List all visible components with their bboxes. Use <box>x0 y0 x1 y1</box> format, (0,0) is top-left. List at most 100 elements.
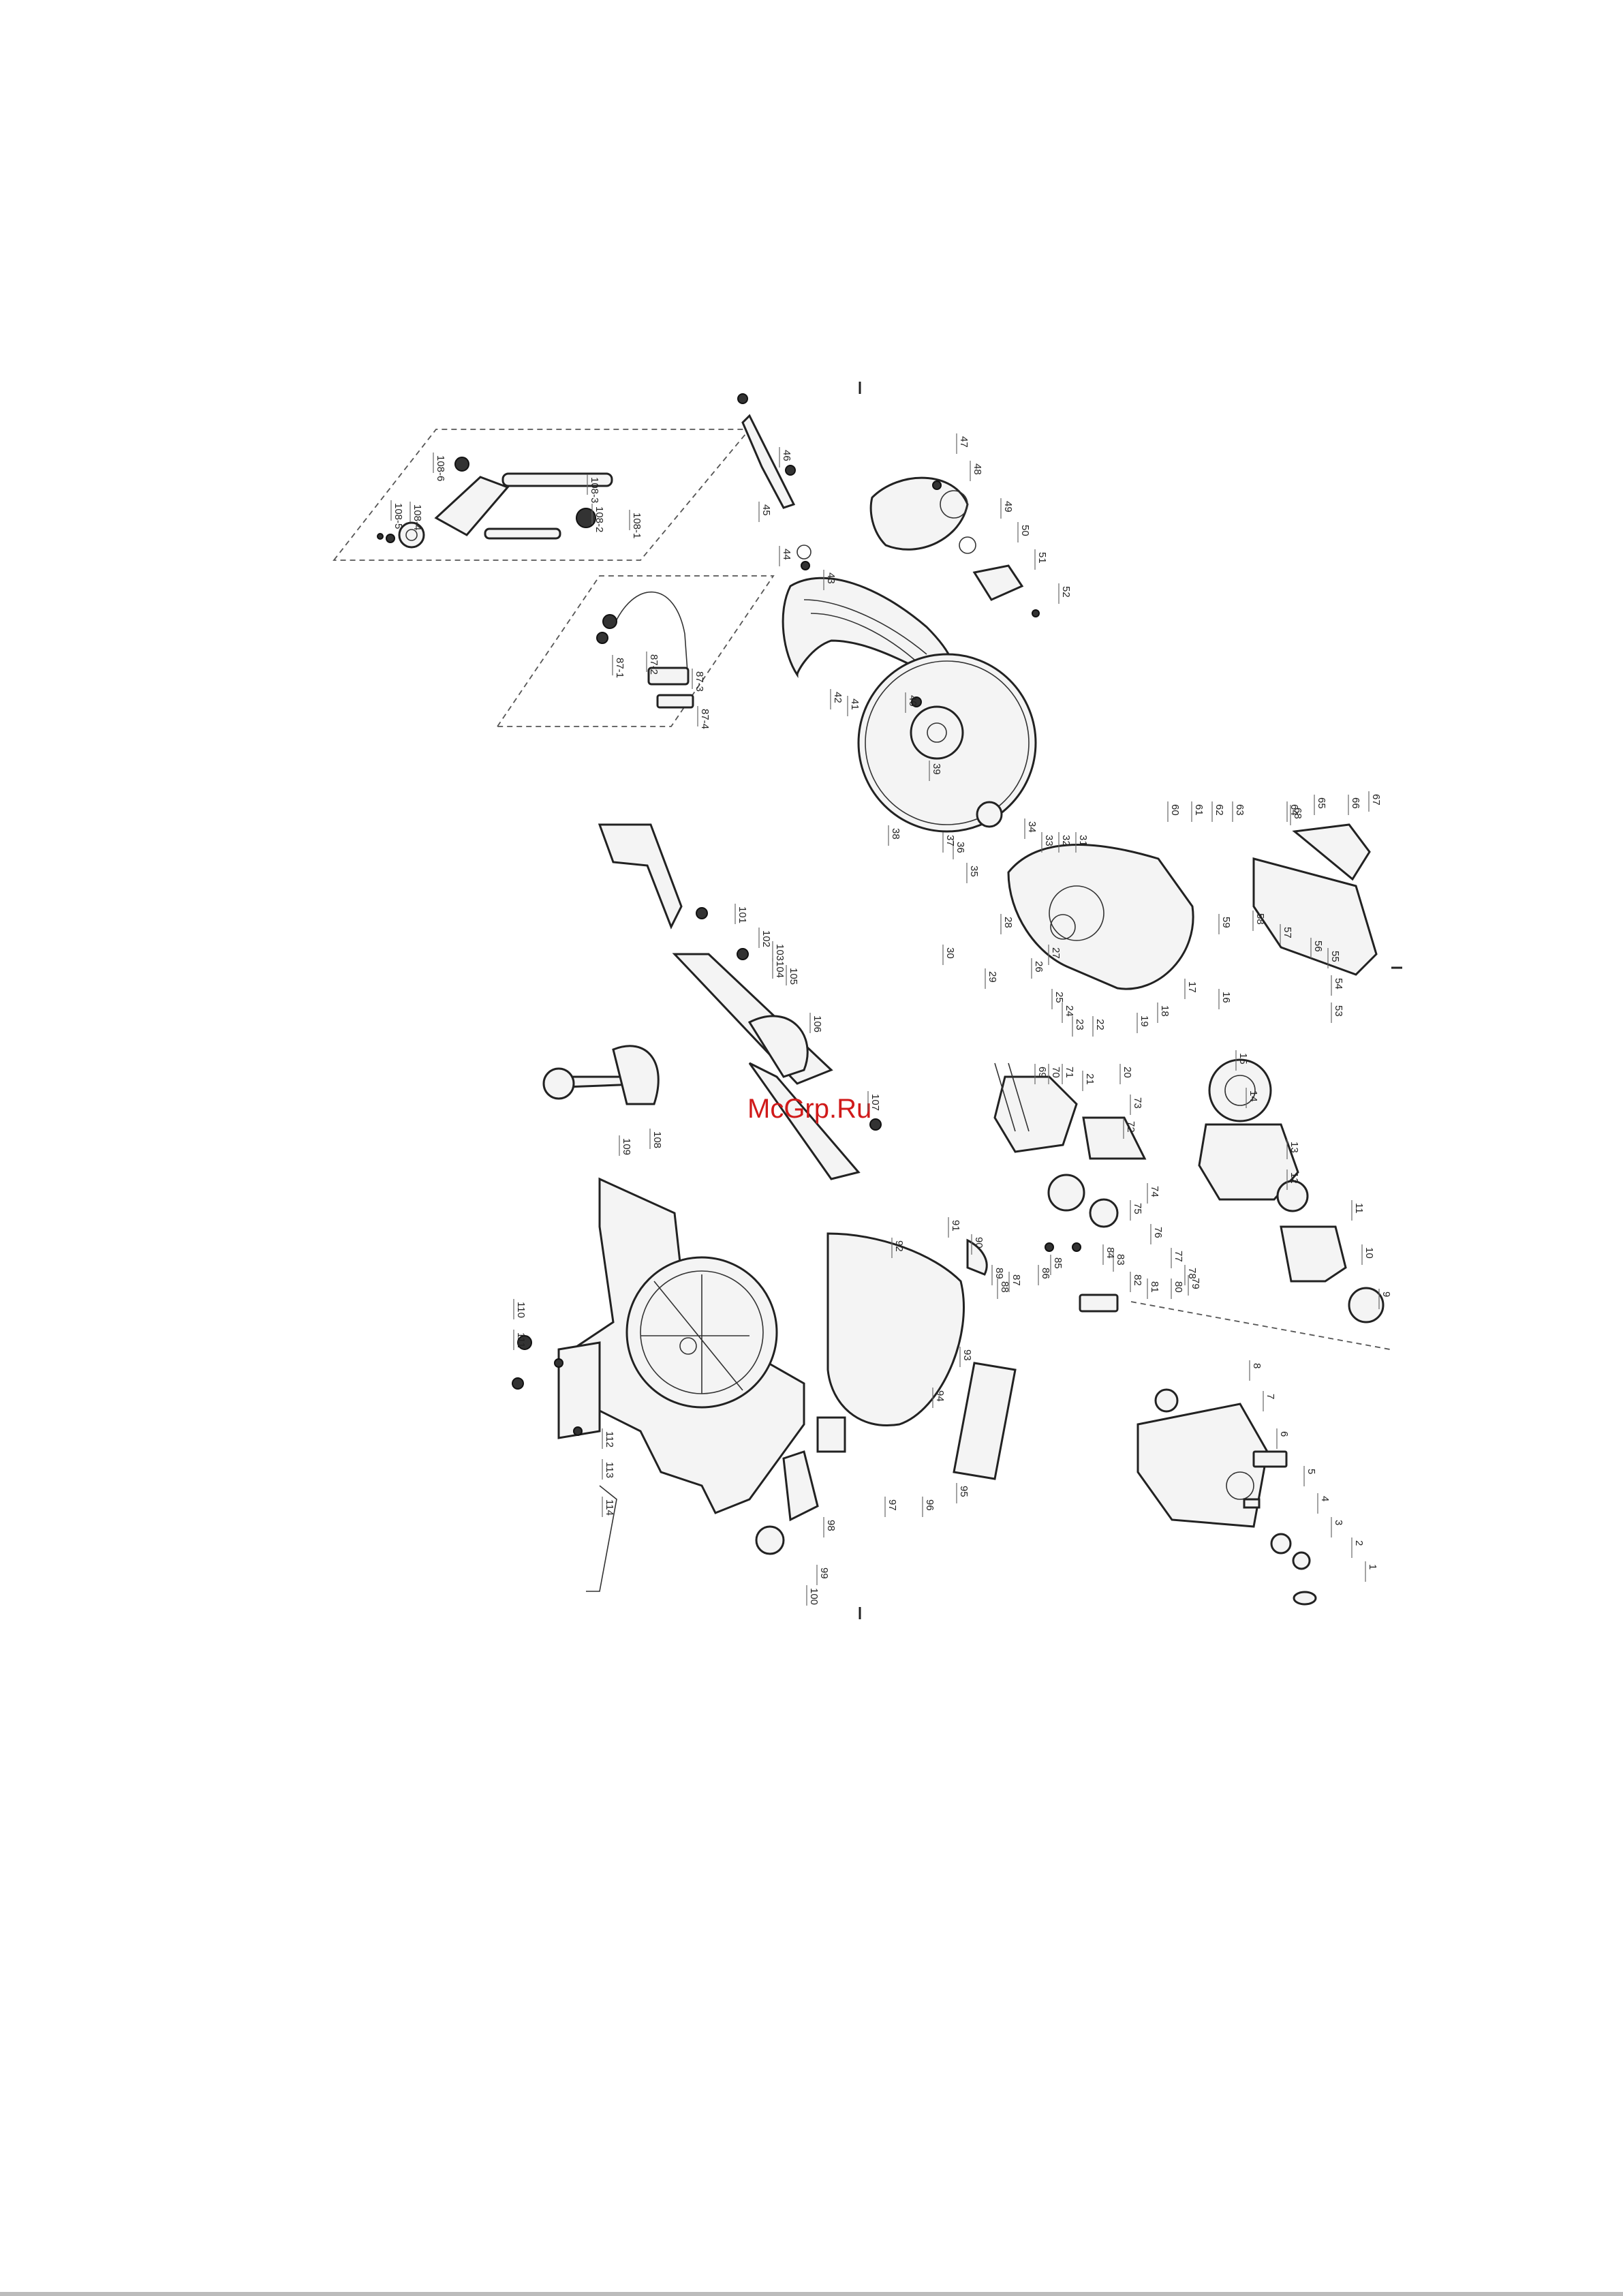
part-number-113: 113 <box>604 1462 615 1478</box>
part-number-82: 82 <box>1132 1274 1143 1286</box>
part-number-56: 56 <box>1312 940 1324 952</box>
part-number-13: 13 <box>1288 1142 1300 1153</box>
part-number-99: 99 <box>818 1567 830 1579</box>
part-number-89: 89 <box>993 1268 1005 1279</box>
part-number-76: 76 <box>1152 1227 1164 1238</box>
part-number-62: 62 <box>1214 804 1225 816</box>
part-number-108: 108 <box>651 1131 663 1148</box>
subassembly-box-87 <box>496 575 775 727</box>
part-number-70: 70 <box>1050 1067 1062 1078</box>
part-number-108-2: 108-2 <box>593 506 605 532</box>
part-number-54: 54 <box>1333 978 1344 990</box>
part-number-75: 75 <box>1132 1203 1143 1214</box>
part-number-40: 40 <box>907 695 918 707</box>
part-number-108-1: 108-1 <box>631 512 643 538</box>
part-number-93: 93 <box>961 1349 973 1361</box>
part-number-45: 45 <box>760 504 772 516</box>
part-number-25: 25 <box>1053 992 1065 1003</box>
part-number-6: 6 <box>1278 1431 1290 1437</box>
part-number-46: 46 <box>781 450 792 461</box>
subassembly-box-108 <box>333 429 751 561</box>
part-number-24: 24 <box>1064 1005 1075 1017</box>
part-number-2: 2 <box>1353 1540 1365 1546</box>
part-number-96: 96 <box>924 1499 936 1511</box>
part-number-28: 28 <box>1002 917 1014 928</box>
part-number-87-1: 87-1 <box>614 658 625 678</box>
part-number-18: 18 <box>1159 1005 1171 1017</box>
part-number-111: 111 <box>515 1332 527 1348</box>
part-number-48: 48 <box>972 463 983 475</box>
part-number-107: 107 <box>869 1094 881 1111</box>
part-number-23: 23 <box>1074 1019 1085 1030</box>
part-number-61: 61 <box>1193 804 1205 816</box>
base-turntable-drawing <box>512 1177 1017 1592</box>
part-number-31: 31 <box>1077 835 1089 846</box>
part-number-110: 110 <box>515 1302 527 1318</box>
part-number-8: 8 <box>1251 1363 1263 1368</box>
part-number-90: 90 <box>973 1237 985 1249</box>
part-number-12: 12 <box>1288 1172 1300 1184</box>
part-number-51: 51 <box>1036 552 1048 564</box>
part-number-66: 66 <box>1350 797 1361 809</box>
subassembly-108-drawing <box>377 457 613 549</box>
part-number-17: 17 <box>1186 981 1198 993</box>
part-number-106: 106 <box>812 1015 823 1032</box>
part-number-15: 15 <box>1237 1053 1249 1065</box>
subassembly-87-drawing <box>596 591 694 709</box>
part-number-26: 26 <box>1033 961 1045 973</box>
linkage-drawing <box>966 1062 1147 1313</box>
part-number-35: 35 <box>968 866 980 877</box>
part-number-72: 72 <box>1125 1121 1137 1133</box>
part-number-41: 41 <box>849 699 861 710</box>
part-number-38: 38 <box>890 828 901 840</box>
part-number-88: 88 <box>999 1281 1010 1293</box>
fence-mitre-drawing <box>542 823 882 1180</box>
part-number-16: 16 <box>1220 992 1232 1003</box>
part-number-65: 65 <box>1316 797 1327 809</box>
part-number-71: 71 <box>1064 1067 1075 1078</box>
part-number-83: 83 <box>1115 1254 1126 1266</box>
part-number-79: 79 <box>1190 1278 1201 1289</box>
part-number-20: 20 <box>1122 1067 1133 1078</box>
part-number-7: 7 <box>1265 1394 1276 1399</box>
part-number-80: 80 <box>1173 1281 1184 1293</box>
part-number-37: 37 <box>944 835 956 846</box>
part-number-33: 33 <box>1043 835 1055 846</box>
part-number-69: 69 <box>1036 1067 1048 1078</box>
motor-housing-drawing <box>1007 823 1385 1606</box>
part-number-58: 58 <box>1254 913 1266 925</box>
part-number-59: 59 <box>1220 917 1232 928</box>
part-number-97: 97 <box>886 1499 898 1511</box>
part-number-105: 105 <box>788 968 799 985</box>
part-number-92: 92 <box>893 1240 905 1252</box>
part-number-3: 3 <box>1333 1520 1344 1525</box>
part-number-74: 74 <box>1149 1186 1160 1197</box>
part-number-77: 77 <box>1173 1251 1184 1262</box>
part-number-53: 53 <box>1333 1005 1344 1017</box>
part-number-73: 73 <box>1132 1097 1143 1109</box>
part-number-39: 39 <box>931 763 942 775</box>
part-number-94: 94 <box>934 1390 946 1402</box>
part-number-44: 44 <box>781 549 792 560</box>
part-number-1: 1 <box>1367 1564 1378 1570</box>
part-number-11: 11 <box>1353 1203 1365 1214</box>
part-number-67: 67 <box>1370 794 1382 806</box>
part-number-86: 86 <box>1040 1268 1051 1279</box>
watermark: McGrp.Ru <box>747 1094 871 1124</box>
part-number-98: 98 <box>825 1520 837 1531</box>
part-number-49: 49 <box>1002 501 1014 512</box>
part-number-112: 112 <box>604 1431 615 1448</box>
part-number-10: 10 <box>1363 1247 1375 1259</box>
part-number-95: 95 <box>958 1486 970 1497</box>
part-number-78: 78 <box>1186 1268 1198 1279</box>
part-number-4: 4 <box>1319 1496 1331 1501</box>
part-number-55: 55 <box>1329 951 1341 962</box>
part-number-36: 36 <box>955 842 966 853</box>
part-number-108-4: 108-4 <box>412 504 423 530</box>
part-labels: 1234567891011121314151617181920212223242… <box>390 433 1392 1606</box>
part-number-14: 14 <box>1248 1090 1259 1102</box>
part-number-100: 100 <box>808 1588 820 1605</box>
part-number-68: 68 <box>1292 808 1303 819</box>
part-number-87-3: 87-3 <box>694 671 705 692</box>
